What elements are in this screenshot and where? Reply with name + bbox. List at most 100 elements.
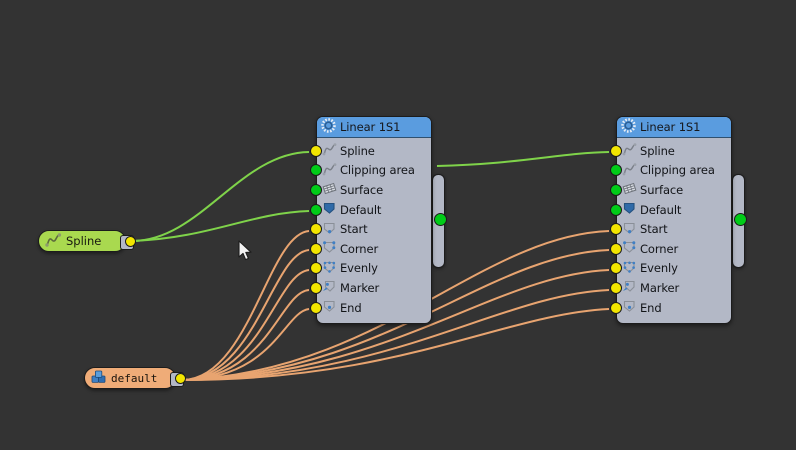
linear-left-output-socket[interactable] bbox=[434, 213, 447, 226]
input-row-default[interactable]: Default bbox=[310, 200, 431, 220]
socket-clipping-area[interactable] bbox=[310, 164, 322, 177]
socket-marker[interactable] bbox=[610, 281, 622, 294]
wire-default-to-left-start bbox=[182, 230, 310, 381]
spline-curve-icon bbox=[322, 141, 337, 160]
input-row-evenly[interactable]: Evenly bbox=[610, 259, 731, 279]
linear-spline-icon bbox=[321, 117, 336, 137]
input-label-end: End bbox=[340, 300, 362, 315]
flag-marker-icon bbox=[622, 278, 637, 297]
socket-spline[interactable] bbox=[310, 144, 322, 157]
input-row-marker[interactable]: Marker bbox=[610, 278, 731, 298]
input-label-spline: Spline bbox=[340, 143, 375, 158]
linear-right-header[interactable]: Linear 1S1 bbox=[617, 117, 731, 138]
socket-start[interactable] bbox=[310, 223, 322, 236]
input-label-corner: Corner bbox=[340, 241, 379, 256]
socket-start[interactable] bbox=[610, 223, 622, 236]
node-linear-left[interactable]: Linear 1S1 Spline Clipping area bbox=[310, 116, 432, 325]
flag-marker-icon bbox=[322, 278, 337, 297]
input-row-clipping-area[interactable]: Clipping area bbox=[610, 161, 731, 181]
flag-end-icon bbox=[622, 298, 637, 317]
socket-evenly[interactable] bbox=[310, 262, 322, 275]
input-label-evenly: Evenly bbox=[640, 261, 678, 276]
socket-default[interactable] bbox=[310, 203, 322, 216]
flag-evenly-icon bbox=[322, 259, 337, 278]
spline-source-output-socket[interactable] bbox=[125, 236, 136, 247]
input-label-start: Start bbox=[640, 222, 668, 237]
socket-default[interactable] bbox=[610, 203, 622, 216]
socket-clipping-area[interactable] bbox=[610, 164, 622, 177]
input-row-default[interactable]: Default bbox=[610, 200, 731, 220]
node-default-source[interactable]: default bbox=[84, 367, 186, 389]
linear-left-inputs: Spline Clipping area Surface bbox=[310, 138, 431, 323]
input-label-clipping-area: Clipping area bbox=[340, 163, 415, 178]
input-row-corner[interactable]: Corner bbox=[310, 239, 431, 259]
input-label-marker: Marker bbox=[640, 280, 680, 295]
object-blocks-icon bbox=[91, 369, 107, 388]
linear-right-inputs: Spline Clipping area Surface bbox=[610, 138, 731, 323]
surface-grid-icon bbox=[322, 180, 337, 199]
default-source-output-socket[interactable] bbox=[175, 373, 186, 384]
socket-marker[interactable] bbox=[310, 281, 322, 294]
spline-curve-icon bbox=[622, 161, 637, 180]
linear-right-output-socket[interactable] bbox=[734, 213, 747, 226]
flag-corner-icon bbox=[622, 239, 637, 258]
input-label-end: End bbox=[640, 300, 662, 315]
node-linear-right[interactable]: Linear 1S1 Spline Clipping area bbox=[610, 116, 732, 325]
spline-curve-icon bbox=[622, 141, 637, 160]
input-row-surface[interactable]: Surface bbox=[310, 180, 431, 200]
spline-curve-icon bbox=[45, 232, 62, 251]
input-row-end[interactable]: End bbox=[310, 298, 431, 318]
wire-default-to-left-corner bbox=[182, 249, 310, 381]
input-row-spline[interactable]: Spline bbox=[610, 141, 731, 161]
input-row-start[interactable]: Start bbox=[610, 219, 731, 239]
flag-filled-icon bbox=[622, 200, 637, 219]
input-label-surface: Surface bbox=[640, 182, 684, 197]
input-row-evenly[interactable]: Evenly bbox=[310, 259, 431, 279]
input-label-marker: Marker bbox=[340, 280, 380, 295]
input-label-clipping-area: Clipping area bbox=[640, 163, 715, 178]
node-spline-source[interactable]: Spline bbox=[38, 230, 136, 252]
wire-default-to-left-marker bbox=[182, 289, 310, 381]
flag-filled-icon bbox=[322, 200, 337, 219]
input-label-spline: Spline bbox=[640, 143, 675, 158]
socket-surface[interactable] bbox=[610, 183, 622, 196]
input-label-default: Default bbox=[340, 202, 382, 217]
node-default-source-label: default bbox=[111, 371, 158, 385]
flag-corner-icon bbox=[322, 239, 337, 258]
input-row-spline[interactable]: Spline bbox=[310, 141, 431, 161]
linear-left-header[interactable]: Linear 1S1 bbox=[317, 117, 431, 138]
wire-default-to-left-end bbox=[182, 308, 310, 381]
linear-left-title: Linear 1S1 bbox=[340, 120, 401, 134]
surface-grid-icon bbox=[622, 180, 637, 199]
socket-spline[interactable] bbox=[610, 144, 622, 157]
input-row-start[interactable]: Start bbox=[310, 219, 431, 239]
input-label-start: Start bbox=[340, 222, 368, 237]
wire-left-out-to-right-spline bbox=[436, 151, 610, 167]
input-row-clipping-area[interactable]: Clipping area bbox=[310, 161, 431, 181]
input-label-surface: Surface bbox=[340, 182, 384, 197]
flag-start-icon bbox=[622, 220, 637, 239]
node-spline-source-label: Spline bbox=[66, 234, 102, 248]
wire-default-to-left-evenly bbox=[182, 269, 310, 381]
socket-corner[interactable] bbox=[310, 242, 322, 255]
spline-curve-icon bbox=[322, 161, 337, 180]
linear-right-title: Linear 1S1 bbox=[640, 120, 701, 134]
flag-end-icon bbox=[322, 298, 337, 317]
socket-evenly[interactable] bbox=[610, 262, 622, 275]
wire-spline-to-left-default bbox=[131, 210, 310, 242]
mouse-pointer bbox=[238, 240, 254, 267]
input-label-corner: Corner bbox=[640, 241, 679, 256]
socket-corner[interactable] bbox=[610, 242, 622, 255]
socket-surface[interactable] bbox=[310, 183, 322, 196]
linear-spline-icon bbox=[621, 117, 636, 137]
flag-start-icon bbox=[322, 220, 337, 239]
socket-end[interactable] bbox=[610, 301, 622, 314]
socket-end[interactable] bbox=[310, 301, 322, 314]
input-label-default: Default bbox=[640, 202, 682, 217]
input-row-marker[interactable]: Marker bbox=[310, 278, 431, 298]
input-row-end[interactable]: End bbox=[610, 298, 731, 318]
flag-evenly-icon bbox=[622, 259, 637, 278]
input-row-surface[interactable]: Surface bbox=[610, 180, 731, 200]
input-row-corner[interactable]: Corner bbox=[610, 239, 731, 259]
